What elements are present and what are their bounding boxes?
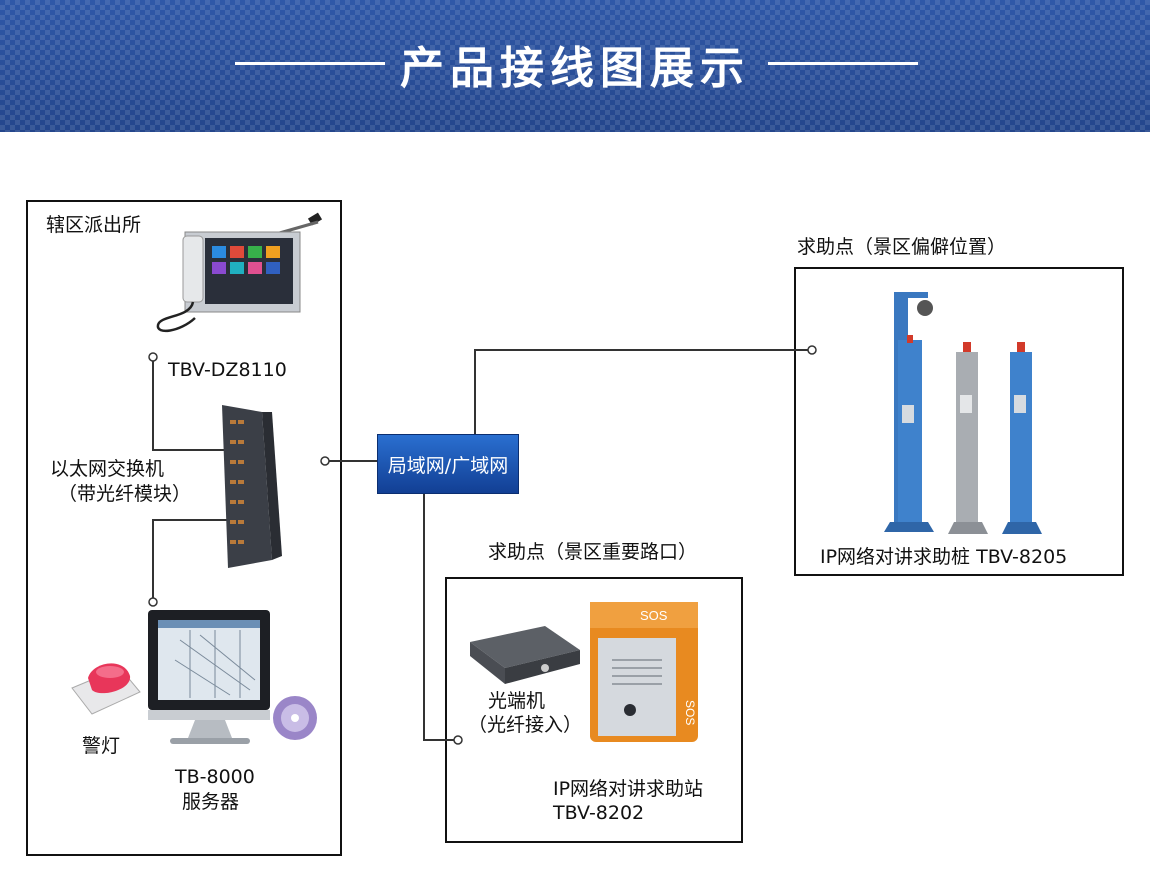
warning-light-label: 警灯: [82, 735, 121, 757]
title-divider-right: [768, 62, 918, 65]
server-label: 服务器: [182, 791, 240, 813]
switch-sublabel: （带光纤模块）: [58, 483, 192, 505]
sos-station-label: IP网络对讲求助站: [553, 778, 704, 800]
connection-lines: [152, 349, 812, 741]
desk-console-device: [156, 212, 323, 333]
lan-wan-label: 局域网/广域网: [387, 454, 509, 477]
road-point-title: 求助点（景区重要路口）: [488, 541, 698, 563]
console-model-label: TBV-DZ8110: [168, 359, 287, 381]
sos-side-text: SOS: [683, 700, 697, 725]
warning-light-device: [71, 663, 141, 715]
help-pole-tall: [884, 292, 934, 532]
lan-wan-node: 局域网/广域网: [377, 434, 519, 494]
sos-station-model: TBV-8202: [553, 802, 645, 824]
converter-label: 光端机: [488, 690, 546, 712]
software-disc: [273, 696, 317, 740]
sos-station-device: [590, 602, 698, 742]
optical-transceiver-device: [470, 626, 580, 684]
remote-point-title: 求助点（景区偏僻位置）: [797, 236, 1007, 258]
page-title: 产品接线图展示: [400, 43, 750, 94]
title-divider-left: [235, 62, 385, 65]
help-pole-model-label: IP网络对讲求助桩 TBV-8205: [820, 546, 1068, 568]
converter-sublabel: （光纤接入）: [468, 714, 583, 736]
connection-nodes: [148, 345, 817, 745]
server-monitor-device: [148, 610, 270, 744]
server-model-label: TB-8000: [175, 766, 255, 788]
sos-header-text: SOS: [640, 608, 668, 623]
switch-label: 以太网交换机: [50, 458, 165, 480]
police-station-title: 辖区派出所: [46, 214, 142, 236]
ethernet-switch-device: [222, 405, 282, 568]
help-pole-silver: [948, 342, 988, 534]
header-banner: [0, 0, 1150, 132]
help-pole-blue: [1002, 342, 1042, 534]
